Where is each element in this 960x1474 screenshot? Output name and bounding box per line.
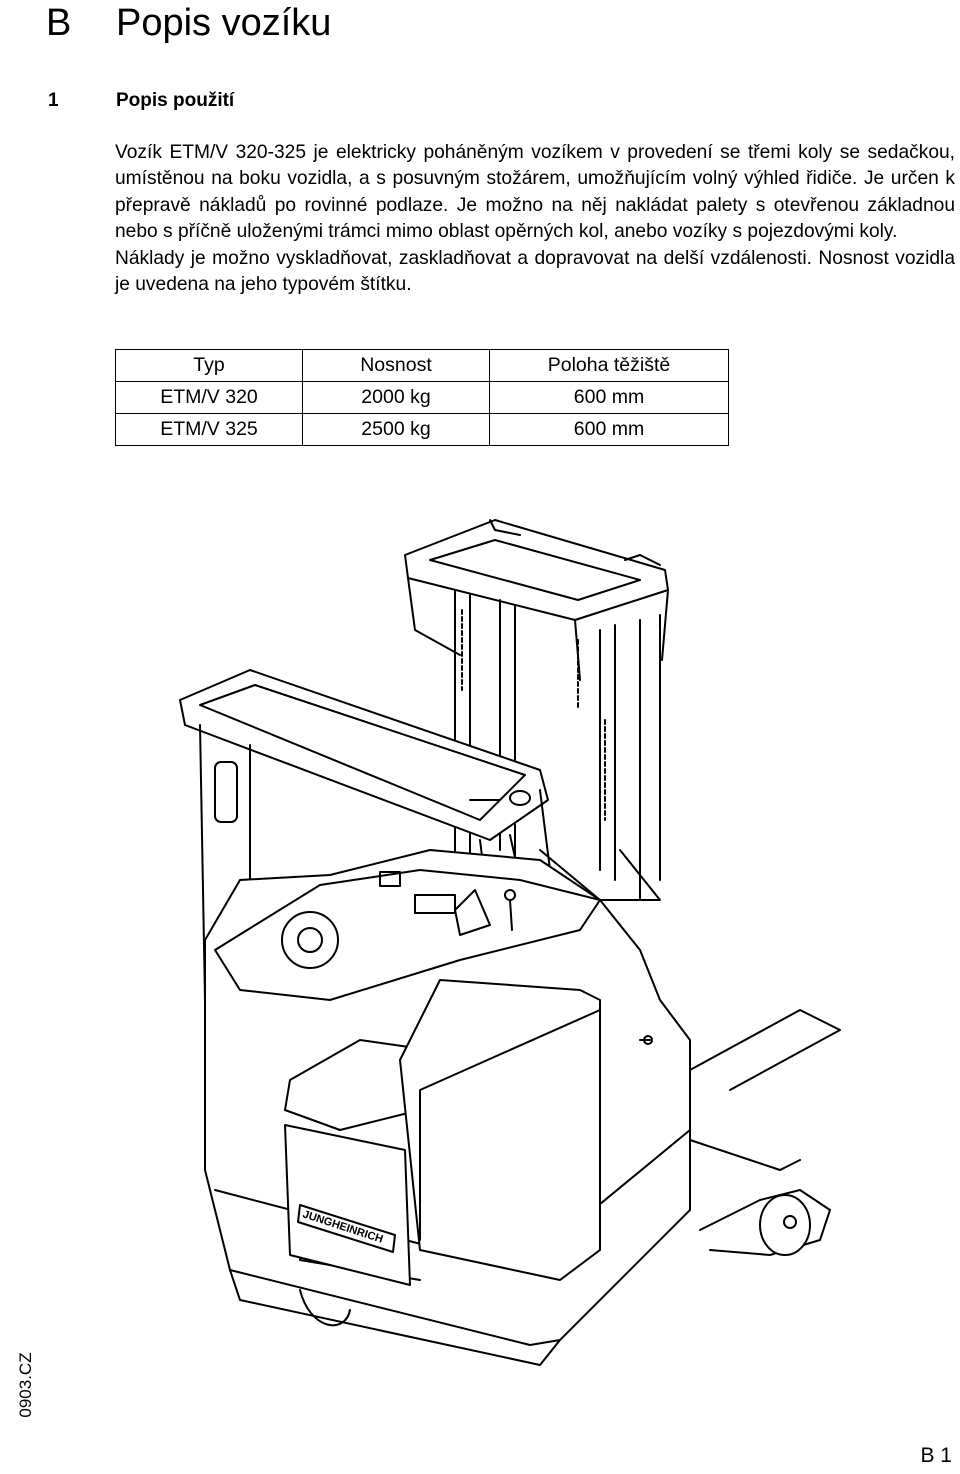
back-post <box>539 849 661 1045</box>
table-cell: 2000 kg <box>302 381 490 414</box>
table-cell: ETM/V 320 <box>115 381 303 414</box>
mast-rails <box>454 589 661 901</box>
paragraph: Vozík ETM/V 320-325 je elektricky poháně… <box>115 142 955 243</box>
mast-top <box>404 519 669 681</box>
fork-legs <box>689 1009 841 1256</box>
table-row: ETM/V 325 2500 kg 600 mm <box>115 413 729 446</box>
table-cell: 600 mm <box>489 381 729 414</box>
dashboard <box>214 869 601 1001</box>
table-header: Typ <box>115 349 303 382</box>
table-cell: ETM/V 325 <box>115 413 303 446</box>
overhead-guard <box>179 669 551 1001</box>
forklift-illustration: JUNGHEINRICH <box>179 519 841 1366</box>
section-number: 1 <box>48 90 59 111</box>
section-title: Popis použití <box>116 90 235 111</box>
spec-table: Typ Nosnost Poloha těžiště ETM/V 320 200… <box>115 349 729 446</box>
chapter-letter: B <box>46 2 72 44</box>
body-text: Vozík ETM/V 320-325 je elektricky poháně… <box>115 140 955 298</box>
document-id: 0903.CZ <box>16 1352 35 1418</box>
table-cell: 2500 kg <box>302 413 490 446</box>
table-cell: 600 mm <box>489 413 729 446</box>
table-header: Poloha těžiště <box>489 349 729 382</box>
battery-panel <box>284 1124 411 1286</box>
page-number: B 1 <box>920 1444 952 1467</box>
chapter-title: Popis vozíku <box>116 2 332 44</box>
table-header-row: Typ Nosnost Poloha těžiště <box>115 349 729 382</box>
section-heading: 1 Popis použití <box>48 88 234 114</box>
chapter-heading: B Popis vozíku <box>46 0 331 46</box>
paragraph: Náklady je možno vyskladňovat, zaskladňo… <box>115 247 955 296</box>
table-row: ETM/V 320 2000 kg 600 mm <box>115 381 729 414</box>
table-header: Nosnost <box>302 349 490 382</box>
seat <box>284 979 601 1281</box>
